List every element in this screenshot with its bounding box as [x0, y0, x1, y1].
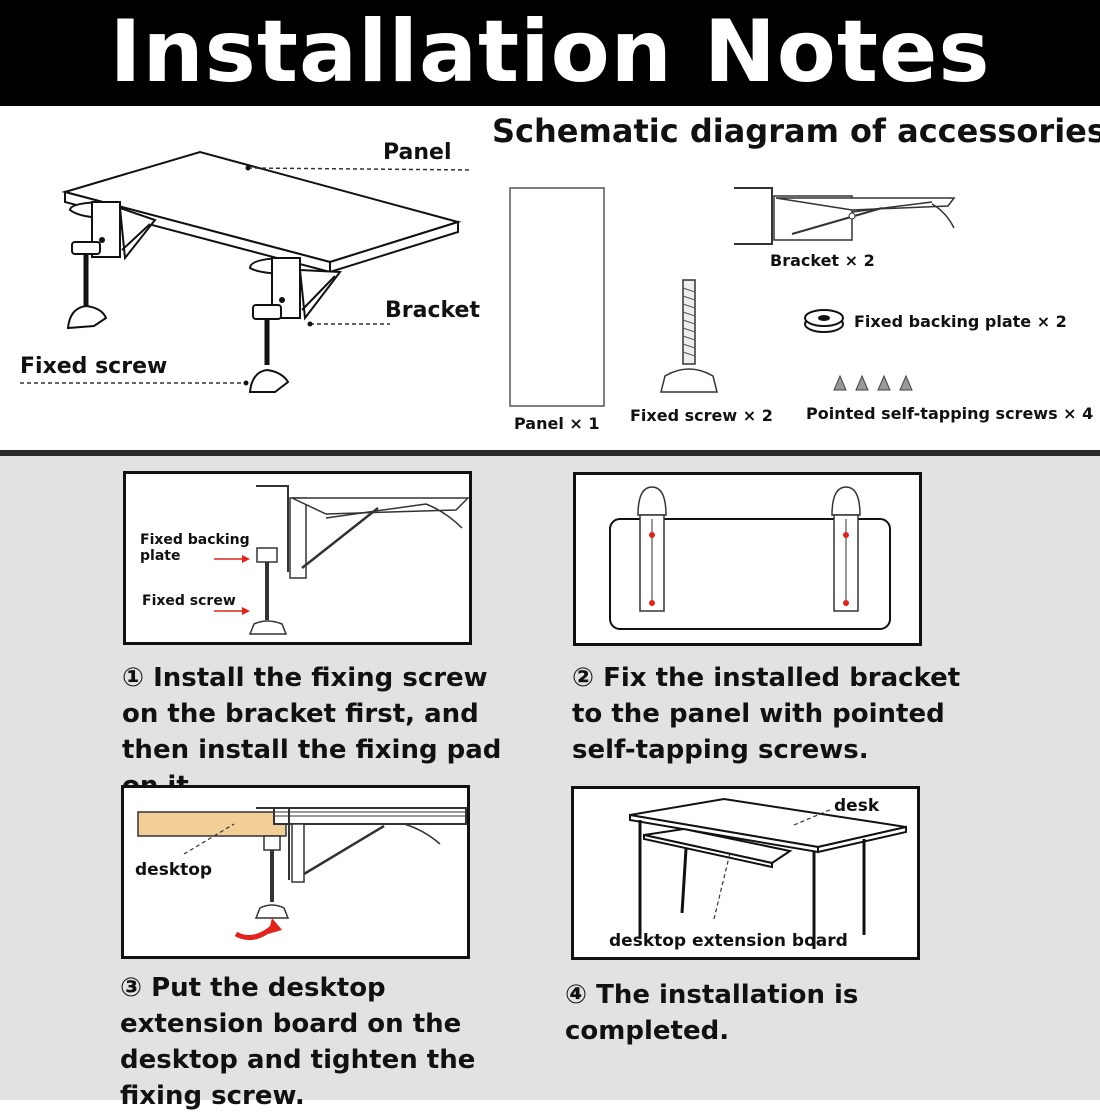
step-3-desktop-label: desktop — [135, 860, 213, 880]
step-1-number: ① — [122, 663, 145, 693]
step-4-text: ④ The installation is completed. — [565, 977, 1025, 1049]
step-1-backing-plate-label: Fixed backing plate — [140, 532, 250, 564]
accessory-bracket-label: Bracket × 2 — [770, 251, 875, 270]
step-2-illustration — [573, 472, 922, 646]
step-3-description: Put the desktop extension board on the d… — [120, 973, 476, 1111]
screw-icon — [660, 279, 718, 393]
bracket-with-screw-illustration — [248, 485, 469, 635]
step-3-illustration — [121, 785, 470, 959]
red-arrow-icon — [214, 607, 250, 615]
step-1-description: Install the fixing screw on the bracket … — [122, 663, 502, 801]
header-bar — [0, 0, 1100, 106]
page-title: Installation Notes — [109, 2, 991, 102]
step-1-fixed-screw-label: Fixed screw — [142, 593, 236, 609]
callout-panel-label: Panel — [383, 140, 452, 165]
step-4-illustration — [571, 786, 920, 960]
step-4-description: The installation is completed. — [565, 980, 859, 1046]
callout-bracket-label: Bracket — [385, 298, 480, 323]
accessories-heading: Schematic diagram of accessories — [492, 112, 1100, 150]
step-4-desk-label: desk — [834, 796, 880, 816]
panel-icon — [509, 187, 605, 407]
step-3-number: ③ — [120, 973, 143, 1003]
section-divider — [0, 450, 1100, 456]
red-arrow-icon — [214, 555, 250, 563]
accessory-self-tapping-screws-label: Pointed self-tapping screws × 4 — [806, 404, 1094, 423]
self-tapping-screws-icon — [833, 374, 913, 391]
accessory-screw-label: Fixed screw × 2 — [630, 406, 773, 425]
accessory-backing-plate-label: Fixed backing plate × 2 — [854, 312, 1067, 331]
step-2-number: ② — [572, 663, 595, 693]
panel-underside-illustration — [609, 486, 891, 630]
step-4-extension-board-label: desktop extension board — [609, 931, 848, 951]
step-2-text: ② Fix the installed bracket to the panel… — [572, 660, 972, 768]
accessory-panel-label: Panel × 1 — [514, 414, 600, 433]
callout-fixed-screw-label: Fixed screw — [20, 354, 168, 379]
bracket-icon — [734, 187, 956, 245]
completed-desk-illustration — [629, 797, 907, 949]
clamp-on-desktop-illustration — [137, 807, 467, 941]
assembled-desk-illustration — [20, 150, 473, 393]
step-1-text: ① Install the fixing screw on the bracke… — [122, 660, 522, 804]
step-2-description: Fix the installed bracket to the panel w… — [572, 663, 961, 765]
step-4-number: ④ — [565, 980, 588, 1010]
step-1-illustration — [123, 471, 472, 645]
backing-plate-icon — [804, 309, 844, 333]
step-3-text: ③ Put the desktop extension board on the… — [120, 970, 530, 1114]
